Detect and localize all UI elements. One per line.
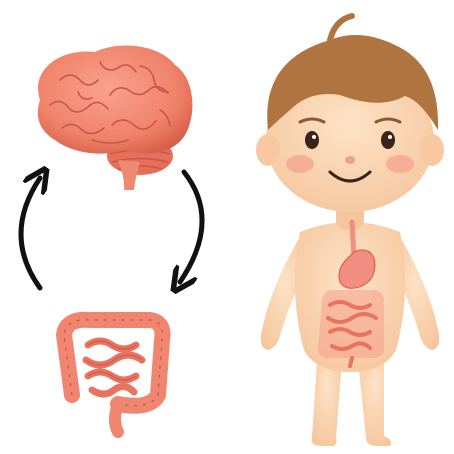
arrow-gut-to-brain [21, 178, 40, 288]
clockwise-arrow-icon [21, 172, 202, 288]
child-icon [256, 16, 444, 446]
intestines-icon [64, 320, 163, 432]
brain-icon [38, 46, 193, 190]
arrow-brain-to-gut [180, 172, 202, 282]
